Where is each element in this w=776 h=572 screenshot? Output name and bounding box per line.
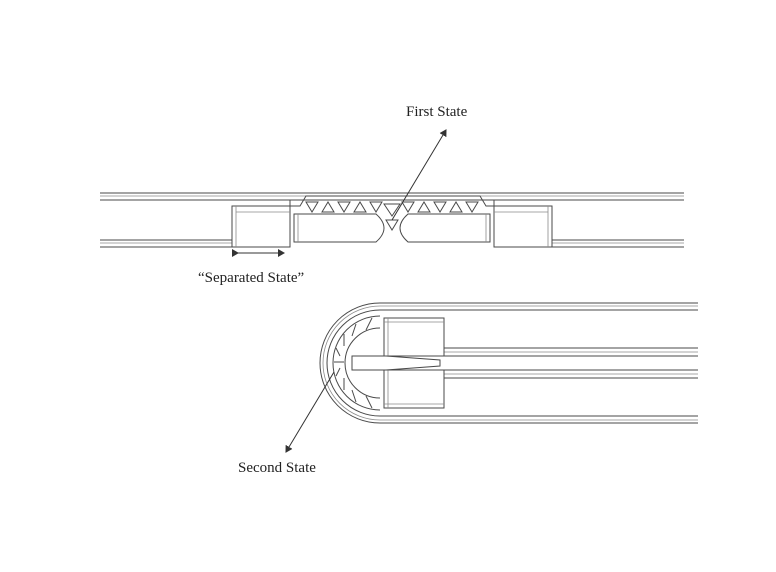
- first-state-leader: [391, 129, 447, 221]
- second-state-label: Second State: [238, 460, 316, 476]
- inner-plates: [440, 347, 698, 379]
- right-outer-block: [493, 205, 553, 248]
- link-chain: [305, 201, 479, 231]
- bottom-plate: [100, 239, 684, 248]
- second-state-leader: [285, 371, 335, 453]
- upper-inner-block: [383, 317, 445, 357]
- first-state-label: First State: [406, 104, 468, 120]
- curved-hinge: [332, 315, 441, 411]
- separated-state-label: “Separated State”: [198, 270, 305, 286]
- flat-assembly: [100, 192, 684, 257]
- left-outer-block: [231, 205, 291, 248]
- lower-inner-block: [383, 369, 445, 409]
- folded-assembly: [319, 302, 698, 424]
- hinge-frame: [289, 195, 495, 243]
